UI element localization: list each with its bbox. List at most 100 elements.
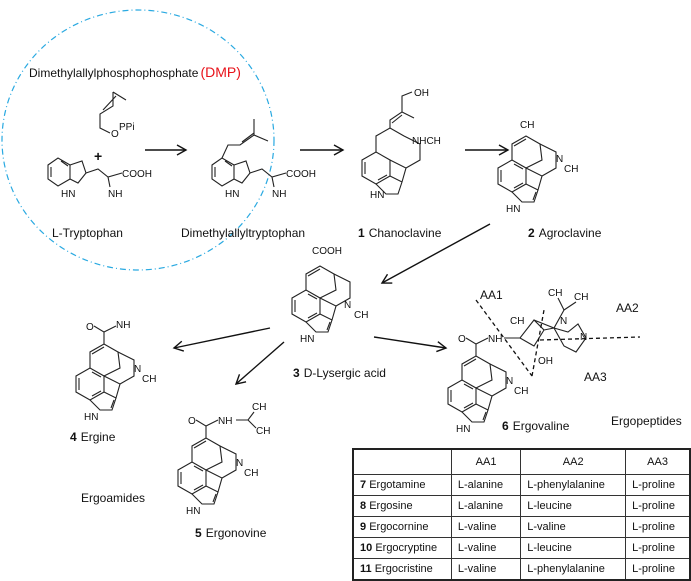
dmp-name: Dimethylallylphosphophosphate: [29, 66, 199, 80]
svg-text:O: O: [188, 416, 196, 427]
svg-text:HN: HN: [84, 412, 98, 423]
aa1-cell: L-valine: [450, 516, 522, 538]
svg-text:CH: CH: [244, 468, 258, 479]
dmat-label: Dimethylallyltryptophan: [181, 226, 306, 240]
tryptophan-structure: HN COOH NH: [47, 157, 152, 200]
table-header-cell: AA3: [625, 448, 691, 475]
ergoamides-label: Ergoamides: [81, 491, 146, 505]
svg-text:CH: CH: [510, 316, 524, 327]
svg-text:NH: NH: [116, 320, 130, 331]
aa1-label: AA1: [480, 288, 503, 302]
svg-text:NH: NH: [488, 334, 502, 345]
dmp-abbrev: (DMP): [200, 64, 241, 80]
aa1-cell: L-alanine: [450, 474, 522, 496]
table-row: 8 Ergosine L-alanine L-leucine L-proline: [352, 495, 691, 517]
aa2-cell: L-valine: [520, 516, 627, 538]
svg-text:CH: CH: [548, 288, 562, 299]
svg-text:N: N: [344, 300, 351, 311]
table-row: 7 Ergotamine L-alanine L-phenylalanine L…: [352, 474, 691, 496]
svg-text:N: N: [556, 154, 563, 165]
svg-text:CH: CH: [520, 120, 534, 131]
aa1-cell: L-valine: [450, 537, 522, 559]
svg-text:N: N: [506, 376, 513, 387]
ergopeptide-table: AA1 AA2 AA3 7 Ergotamine L-alanine L-phe…: [352, 448, 691, 581]
aa-dashed-boundaries: [475, 299, 641, 377]
dmp-structure: O PPi: [99, 91, 135, 140]
svg-text:N: N: [236, 458, 243, 469]
svg-text:HN: HN: [506, 204, 520, 215]
svg-text:CH: CH: [142, 374, 156, 385]
svg-text:HN: HN: [456, 424, 470, 435]
svg-text:CH: CH: [564, 164, 578, 175]
aa2-cell: L-phenylalanine: [520, 558, 627, 581]
arrow-agroclavine-to-lysergic: [380, 223, 491, 284]
ergine-structure: HN N CH O NH: [75, 320, 156, 423]
precursor-highlight-circle: [1, 9, 275, 271]
svg-text:O: O: [458, 334, 466, 345]
svg-text:N: N: [560, 316, 567, 327]
lysergic-acid-structure: HN N CH COOH: [291, 246, 368, 345]
dmat-structure: HN COOH NH: [211, 119, 316, 200]
svg-text:CH: CH: [354, 310, 368, 321]
aa3-cell: L-proline: [625, 537, 691, 559]
compound-cell: 11 Ergocristine: [352, 558, 452, 581]
svg-text:HN: HN: [186, 506, 200, 517]
table-row: 9 Ergocornine L-valine L-valine L-prolin…: [352, 516, 691, 538]
compound-cell: 10 Ergocryptine: [352, 537, 452, 559]
svg-text:COOH: COOH: [122, 169, 152, 180]
table-row: 10 Ergocryptine L-valine L-leucine L-pro…: [352, 537, 691, 559]
svg-text:O: O: [86, 322, 94, 333]
svg-text:NH: NH: [108, 189, 122, 200]
svg-text:NH: NH: [218, 416, 232, 427]
svg-text:CH: CH: [574, 292, 588, 303]
table-header-cell: [352, 448, 452, 475]
svg-text:OH: OH: [414, 88, 429, 99]
chanoclavine-structure: OH NHCH HN: [361, 88, 441, 201]
svg-text:HN: HN: [225, 189, 239, 200]
svg-text:CH: CH: [514, 386, 528, 397]
svg-text:PPi: PPi: [119, 122, 135, 133]
svg-text:HN: HN: [370, 190, 384, 201]
dmp-label: Dimethylallylphosphophosphate(DMP): [29, 64, 241, 80]
compound-cell: 9 Ergocornine: [352, 516, 452, 538]
arrow-lysergic-to-ergine: [172, 327, 271, 352]
svg-text:HN: HN: [300, 334, 314, 345]
agroclavine-structure: HN N CH CH: [497, 120, 578, 215]
aa3-cell: L-proline: [625, 474, 691, 496]
aa3-label: AA3: [584, 370, 607, 384]
table-row: 11 Ergocristine L-valine L-phenylalanine…: [352, 558, 691, 581]
arrow-lysergic-to-ergovaline: [373, 336, 448, 353]
arrow-lysergic-to-ergonovine: [234, 341, 285, 385]
svg-text:CH: CH: [252, 402, 266, 413]
aa3-cell: L-proline: [625, 558, 691, 581]
aa3-cell: L-proline: [625, 495, 691, 517]
table-header-row: AA1 AA2 AA3: [352, 448, 691, 475]
aa2-cell: L-phenylalanine: [520, 474, 627, 496]
aa2-cell: L-leucine: [520, 495, 627, 517]
ergopeptides-label: Ergopeptides: [611, 414, 682, 428]
svg-text:N: N: [580, 332, 587, 343]
svg-text:NH: NH: [272, 189, 286, 200]
table-header-cell: AA1: [450, 448, 522, 475]
svg-text:CH: CH: [256, 426, 270, 437]
compound-cell: 7 Ergotamine: [352, 474, 452, 496]
ergovaline-structure: HN N CH O NH CH OH CH CH N N: [447, 288, 588, 435]
svg-text:COOH: COOH: [286, 169, 316, 180]
svg-text:NHCH: NHCH: [412, 136, 441, 147]
aa3-cell: L-proline: [625, 516, 691, 538]
compound-cell: 8 Ergosine: [352, 495, 452, 517]
svg-text:HN: HN: [61, 189, 75, 200]
aa1-cell: L-valine: [450, 558, 522, 581]
aa2-cell: L-leucine: [520, 537, 627, 559]
ergonovine-structure: HN N CH O NH CH CH: [177, 402, 270, 517]
svg-text:OH: OH: [538, 356, 553, 367]
tryptophan-label: L-Tryptophan: [52, 226, 123, 240]
svg-text:N: N: [134, 364, 141, 375]
svg-text:COOH: COOH: [312, 246, 342, 257]
